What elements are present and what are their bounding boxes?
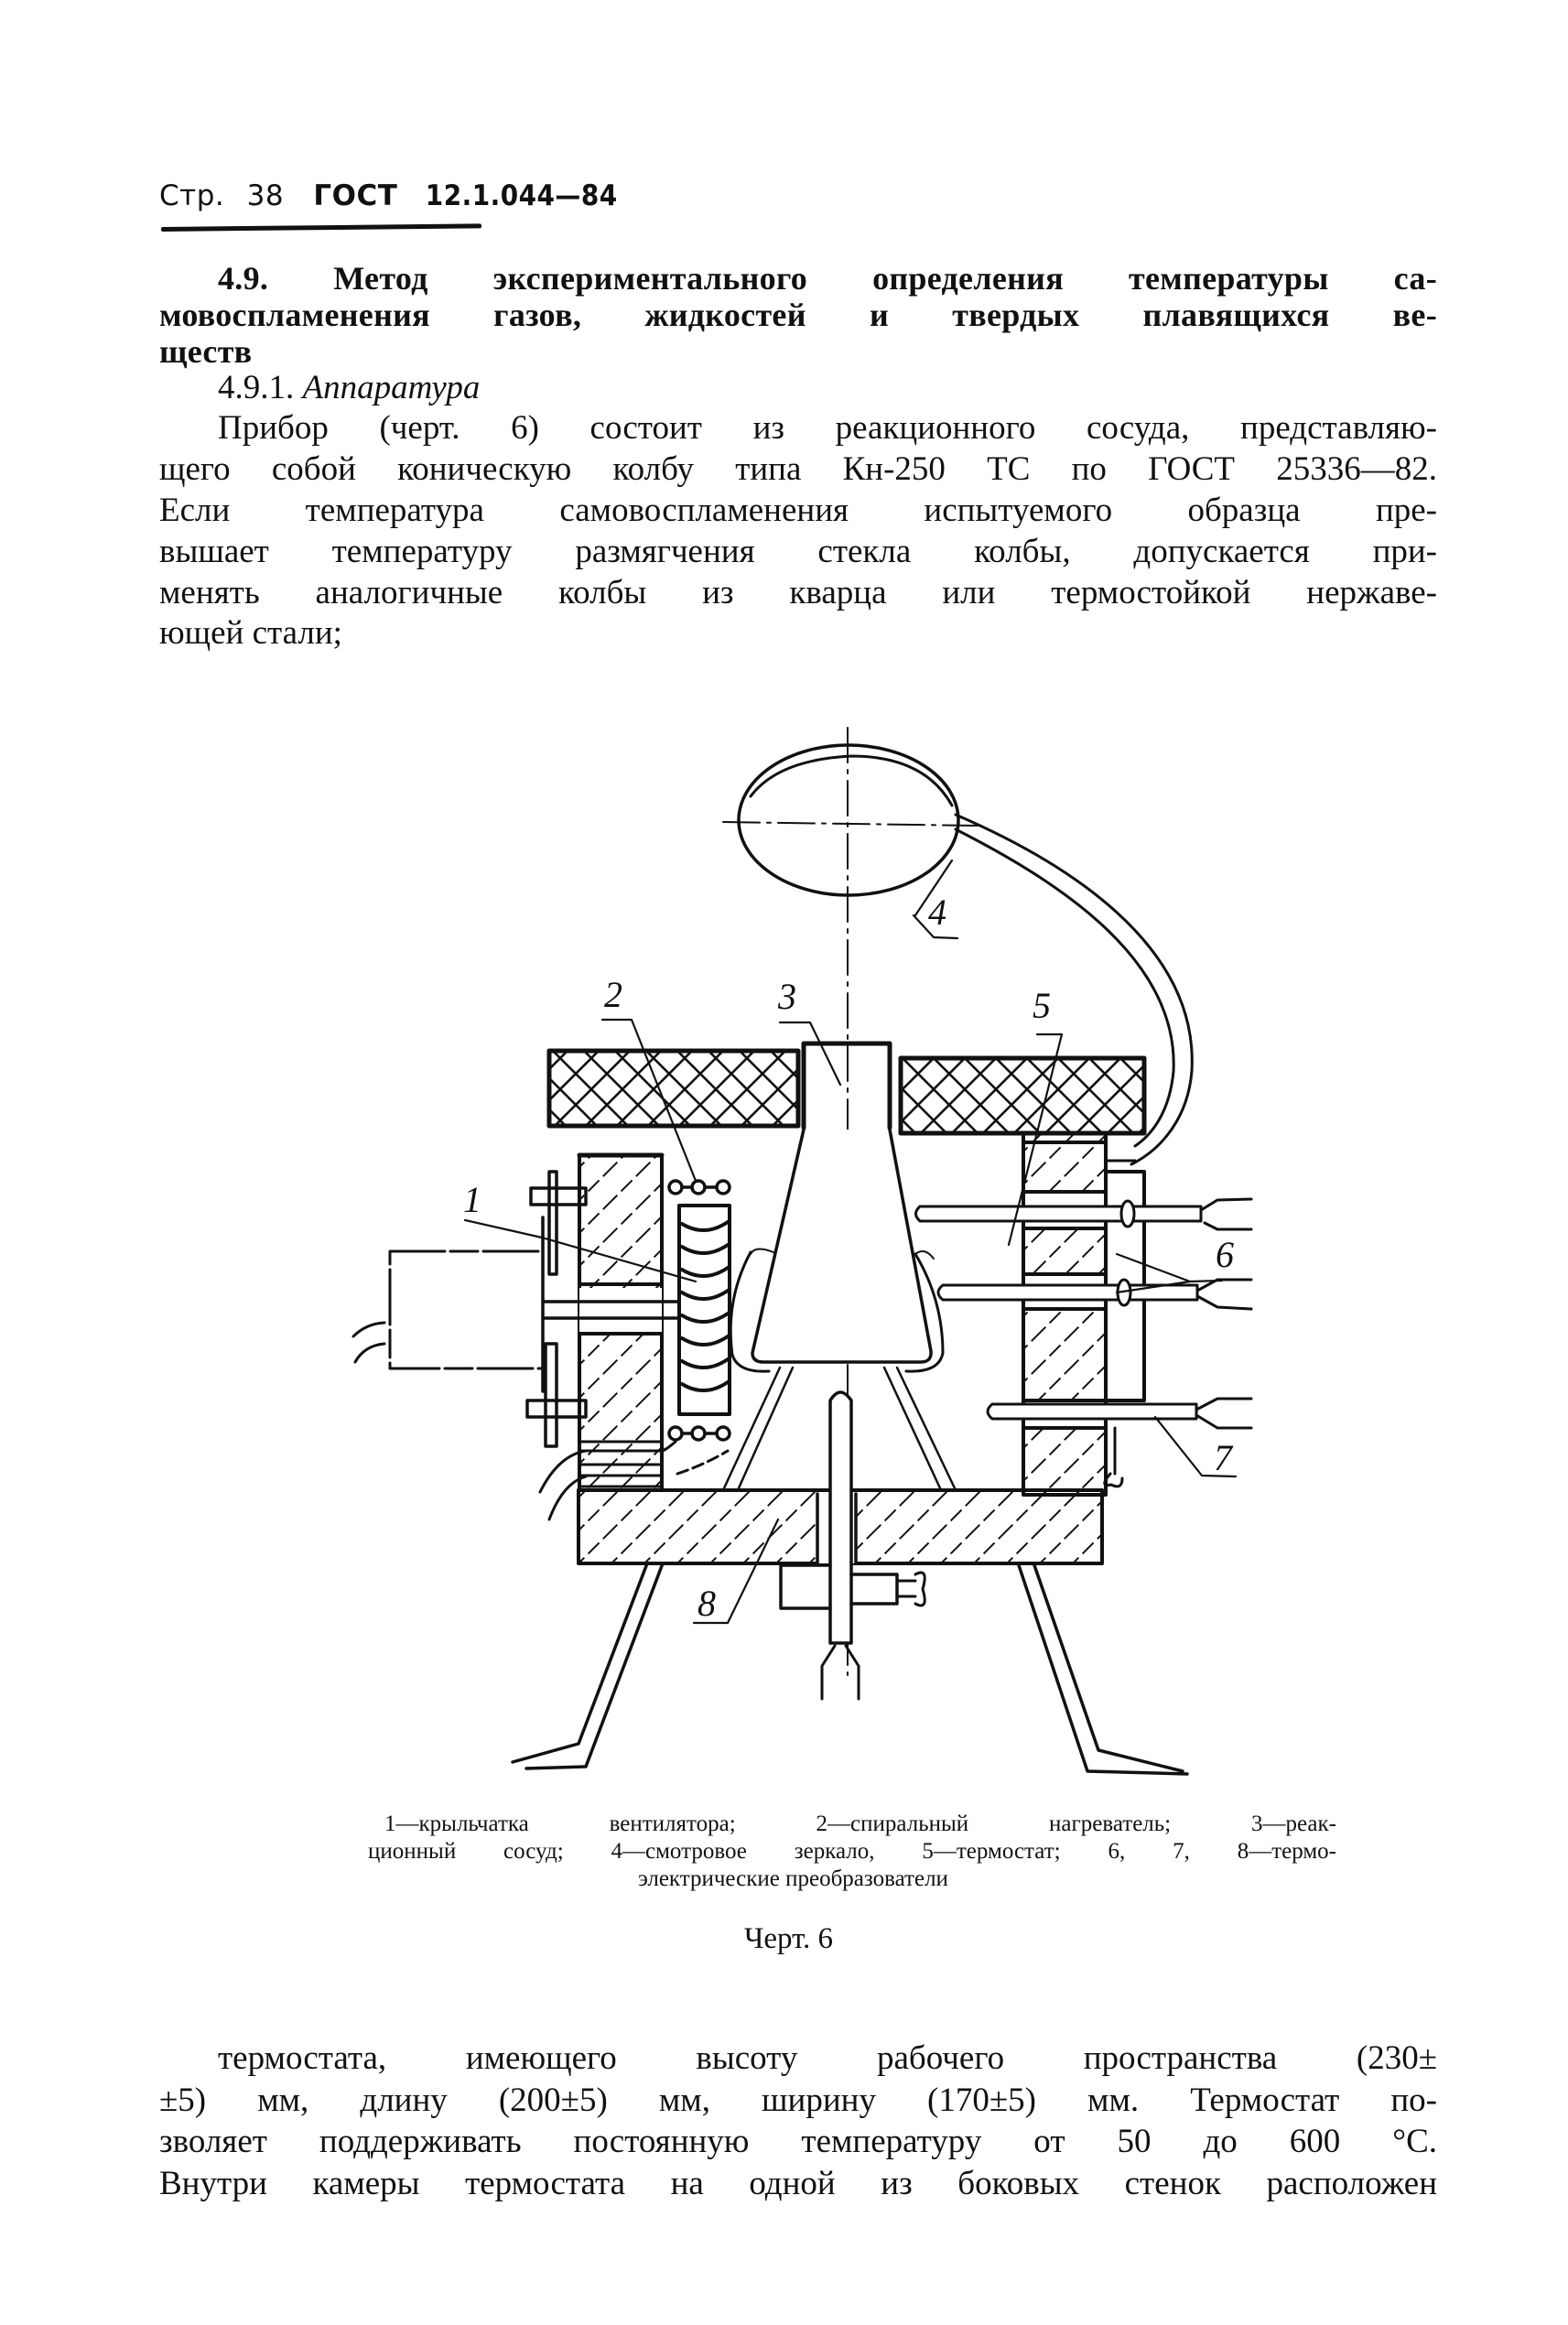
paragraph-line: зволяет поддерживать постоянную температ…: [159, 2123, 1437, 2160]
figure-caption-line: электрические преобразователи: [638, 1866, 948, 1891]
flask-neck: [801, 1041, 892, 1130]
paragraph-line: Прибор (черт. 6) состоит из реакционного…: [218, 409, 1437, 447]
right-insulation-lid: [898, 1055, 1147, 1136]
subsection-heading: 4.9.1. Аппаратура: [218, 368, 1437, 408]
paragraph-line: Внутри камеры термостата на одной из бок…: [159, 2165, 1437, 2202]
paragraph-line: щего собой коническую колбу типа Кн-250 …: [159, 450, 1437, 488]
paragraph-line: Если температура самовоспламенения испыт…: [159, 492, 1437, 529]
left-leg: [511, 1562, 649, 1764]
callout-1: 1: [463, 1179, 481, 1220]
subsection-title: Аппаратура: [302, 369, 481, 406]
callout-7: 7: [1214, 1437, 1234, 1478]
reaction-flask: [751, 1128, 933, 1364]
thermocouple-8: [828, 1390, 853, 1645]
page-label: Стр.: [159, 179, 225, 212]
right-leg: [1017, 1563, 1189, 1776]
figure-caption-line: 1—крыльчатка вентилятора; 2—спиральный н…: [384, 1811, 1336, 1836]
right-wall: [1022, 1131, 1108, 1497]
page-number: 38: [246, 179, 285, 212]
viewing-mirror: [722, 743, 979, 897]
figure-caption-line: ционный сосуд; 4—смотровое зеркало, 5—те…: [368, 1839, 1336, 1864]
paragraph-line: термостата, имеющего высоту рабочего про…: [218, 2039, 1437, 2077]
fan-motor: [388, 1249, 545, 1370]
left-insulation-lid: [546, 1048, 801, 1129]
section-title-line: 4.9. Метод экспериментального определени…: [218, 260, 1437, 297]
section-title-line: мовоспламенения газов, жидкостей и тверд…: [159, 297, 1437, 333]
figure-title: Черт. 6: [743, 1922, 834, 1955]
subsection-number: 4.9.1.: [218, 369, 295, 406]
callout-5: 5: [1033, 985, 1051, 1026]
spiral-heater: [677, 1204, 731, 1416]
paragraph-line: ±5) мм, длину (200±5) мм, ширину (170±5)…: [159, 2082, 1437, 2119]
running-header: Стр. 38 ГОСТ 12.1.044—84: [159, 179, 618, 212]
callout-2: 2: [604, 974, 622, 1015]
section-title-line: ществ: [159, 333, 253, 370]
callout-8: 8: [697, 1583, 716, 1624]
paragraph-line: менять аналогичные колбы из кварца или т…: [159, 574, 1437, 611]
callout-6: 6: [1216, 1234, 1234, 1275]
standard-number: 12.1.044—84: [425, 179, 618, 212]
paragraph-line: ющей стали;: [159, 614, 342, 652]
paragraph-line: вышает температуру размягчения стекла ко…: [159, 533, 1437, 570]
callout-4: 4: [928, 892, 946, 933]
standard-label: ГОСТ: [313, 179, 398, 212]
callout-3: 3: [777, 976, 796, 1017]
